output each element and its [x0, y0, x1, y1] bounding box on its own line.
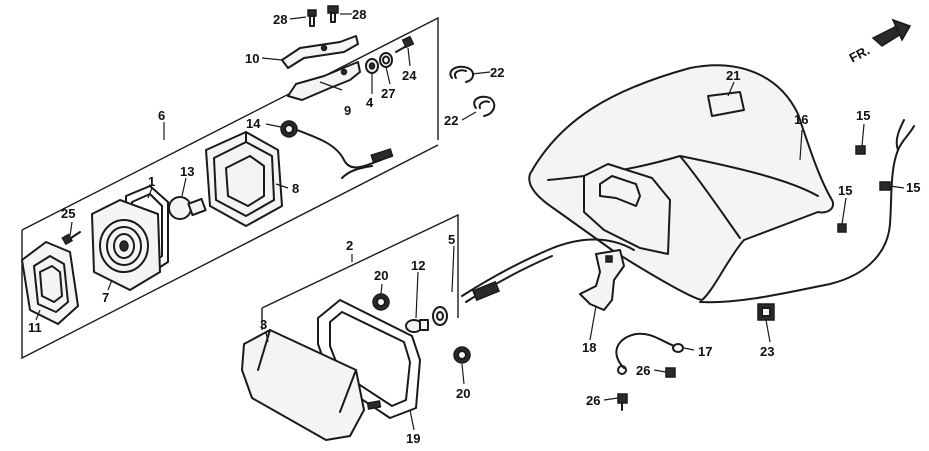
callout-13: 13 [180, 164, 194, 179]
callout-26-upper: 26 [636, 363, 650, 378]
part-14-socket-grommet [280, 120, 298, 138]
part-3-license-lens [241, 329, 382, 441]
part-5-bulb-socket [432, 306, 448, 326]
callout-1: 1 [148, 174, 155, 189]
callout-23: 23 [760, 344, 774, 359]
callout-15-right: 15 [906, 180, 920, 195]
part-22-clip-lower [473, 95, 496, 117]
callout-28-left: 28 [273, 12, 287, 27]
part-26-screw-lower [617, 393, 628, 411]
callout-6: 6 [158, 108, 165, 123]
leader-lines [35, 13, 905, 431]
callout-20-upper: 20 [374, 268, 388, 283]
rear-lamp-wire-harness [296, 129, 394, 179]
part-4-grommet [365, 58, 379, 74]
callout-3: 3 [260, 317, 267, 332]
part-20-grommet-lower [453, 346, 471, 364]
callout-26-lower: 26 [586, 393, 600, 408]
callout-22-lower: 22 [444, 113, 458, 128]
part-13-bulb [168, 196, 207, 220]
part-26-screw-upper [665, 367, 676, 378]
part-17-ground-wire [615, 332, 684, 375]
high-mount-lamp-harness [461, 119, 915, 304]
callout-9: 9 [344, 103, 351, 118]
part-20-grommet-upper [372, 293, 390, 311]
callout-17: 17 [698, 344, 712, 359]
callout-2: 2 [346, 238, 353, 253]
callout-25: 25 [61, 206, 75, 221]
callout-11: 11 [28, 320, 42, 335]
callout-15-lower: 15 [838, 183, 852, 198]
part-18-mount-bracket [579, 249, 625, 311]
part-12-wedge-bulb [405, 319, 429, 333]
callout-7: 7 [102, 290, 109, 305]
part-27-washer [379, 52, 393, 68]
callout-27: 27 [381, 86, 395, 101]
assembly-frame-2 [261, 213, 459, 330]
callout-12: 12 [411, 258, 425, 273]
part-23-connector [757, 303, 775, 321]
callout-5: 5 [448, 232, 455, 247]
part-7-lens [91, 199, 161, 291]
callout-4: 4 [366, 95, 374, 110]
callout-15-upper: 15 [856, 108, 870, 123]
callout-18: 18 [582, 340, 596, 355]
callout-20-lower: 20 [456, 386, 470, 401]
callout-numbers: 28 28 10 9 4 27 24 22 22 14 6 13 1 8 25 … [28, 7, 920, 446]
front-direction-arrow: FR. [847, 18, 912, 66]
part-25-screw [61, 231, 81, 246]
part-28-bolt-left [307, 9, 317, 27]
callout-19: 19 [406, 431, 420, 446]
callout-16: 16 [794, 112, 808, 127]
assembly-frame-6 [21, 16, 439, 360]
callout-24: 24 [402, 68, 417, 83]
callout-22-upper: 22 [490, 65, 504, 80]
part-15-clip-lower [837, 223, 847, 233]
part-15-clip-right [879, 181, 891, 191]
part-24-bolt [395, 35, 415, 53]
part-9-bracket [287, 61, 361, 101]
part-16-high-mount-lamp-cover [528, 64, 834, 301]
part-11-lamp-rim [21, 241, 79, 325]
callout-21: 21 [726, 68, 740, 83]
callout-10: 10 [245, 51, 259, 66]
part-8-lamp-housing [205, 131, 283, 227]
callout-14: 14 [246, 116, 261, 131]
part-22-clip-upper [449, 65, 474, 83]
part-28-bolt-right [327, 5, 339, 23]
part-10-bracket [281, 35, 359, 69]
callout-28-right: 28 [352, 7, 366, 22]
callout-8: 8 [292, 181, 299, 196]
part-15-clip-upper [855, 145, 866, 155]
front-direction-label: FR. [847, 42, 873, 65]
